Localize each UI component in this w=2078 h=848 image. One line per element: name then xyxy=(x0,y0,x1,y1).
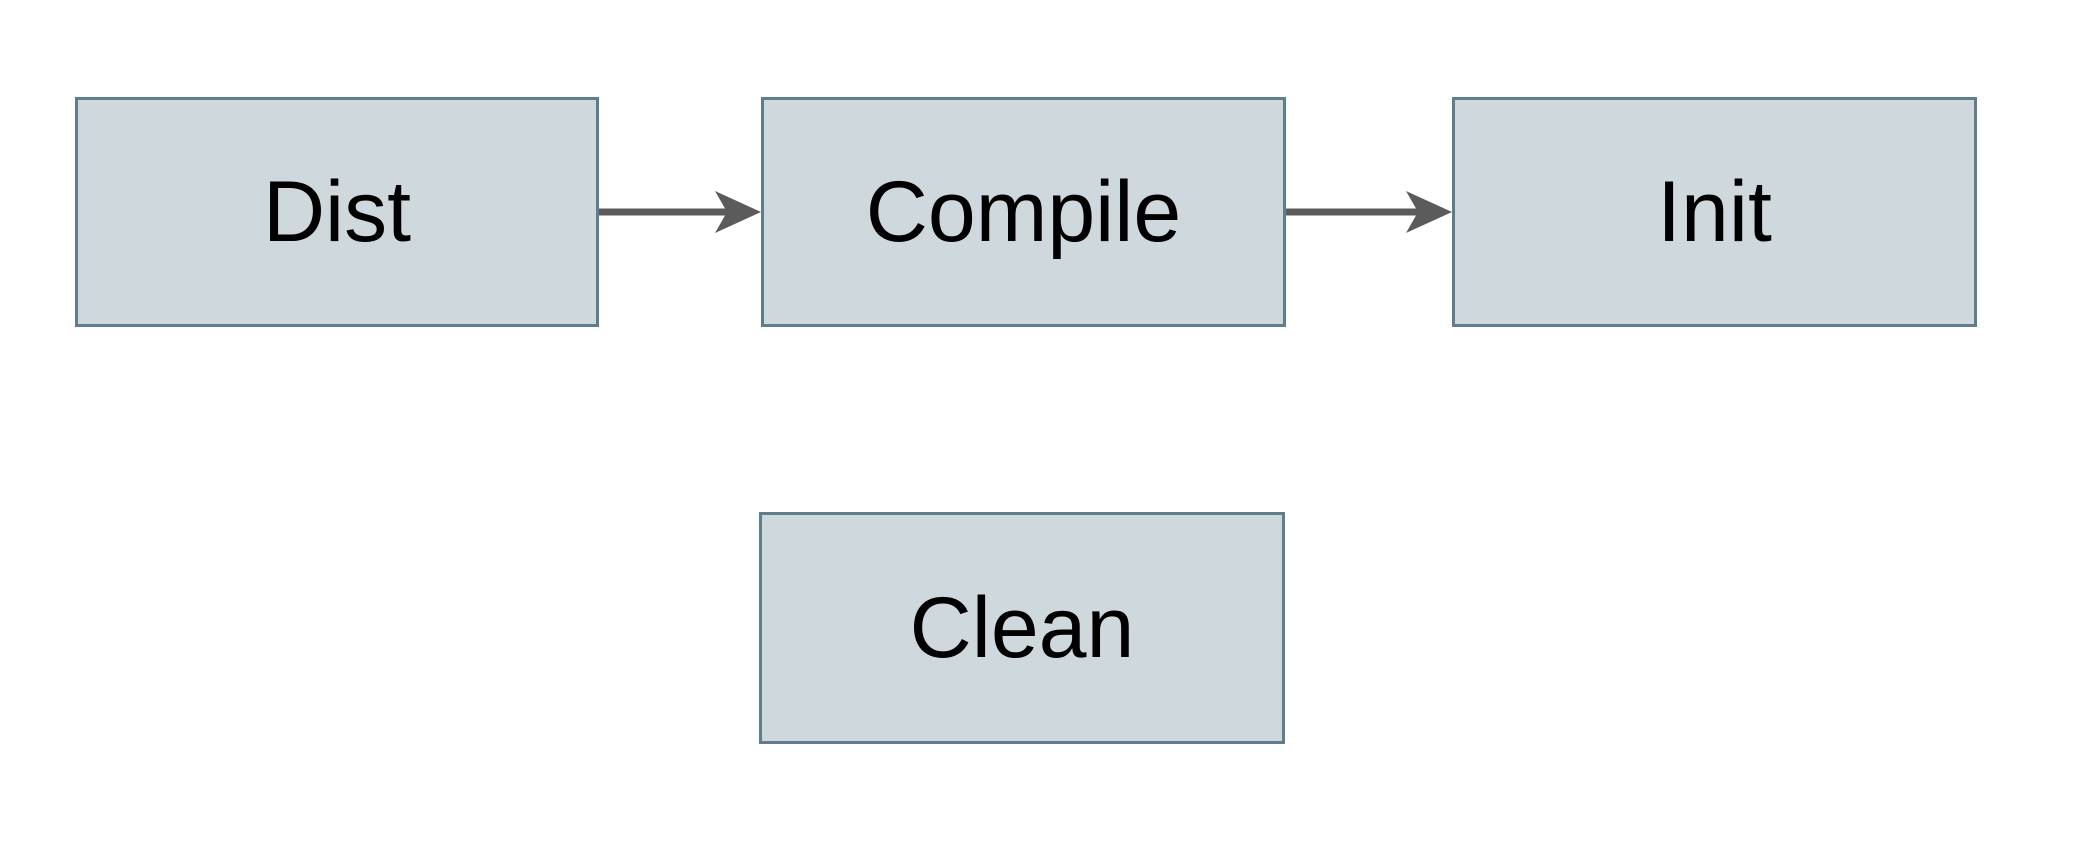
flowchart-node-dist: Dist xyxy=(75,97,599,327)
node-label-dist: Dist xyxy=(262,164,412,260)
flowchart-node-compile: Compile xyxy=(761,97,1286,327)
arrow-dist-to-compile xyxy=(599,191,761,233)
flowchart-node-clean: Clean xyxy=(759,512,1285,744)
node-label-compile: Compile xyxy=(865,164,1182,260)
node-label-init: Init xyxy=(1657,164,1772,260)
node-label-clean: Clean xyxy=(909,580,1135,676)
arrow-compile-to-init xyxy=(1286,191,1452,233)
flowchart-node-init: Init xyxy=(1452,97,1977,327)
